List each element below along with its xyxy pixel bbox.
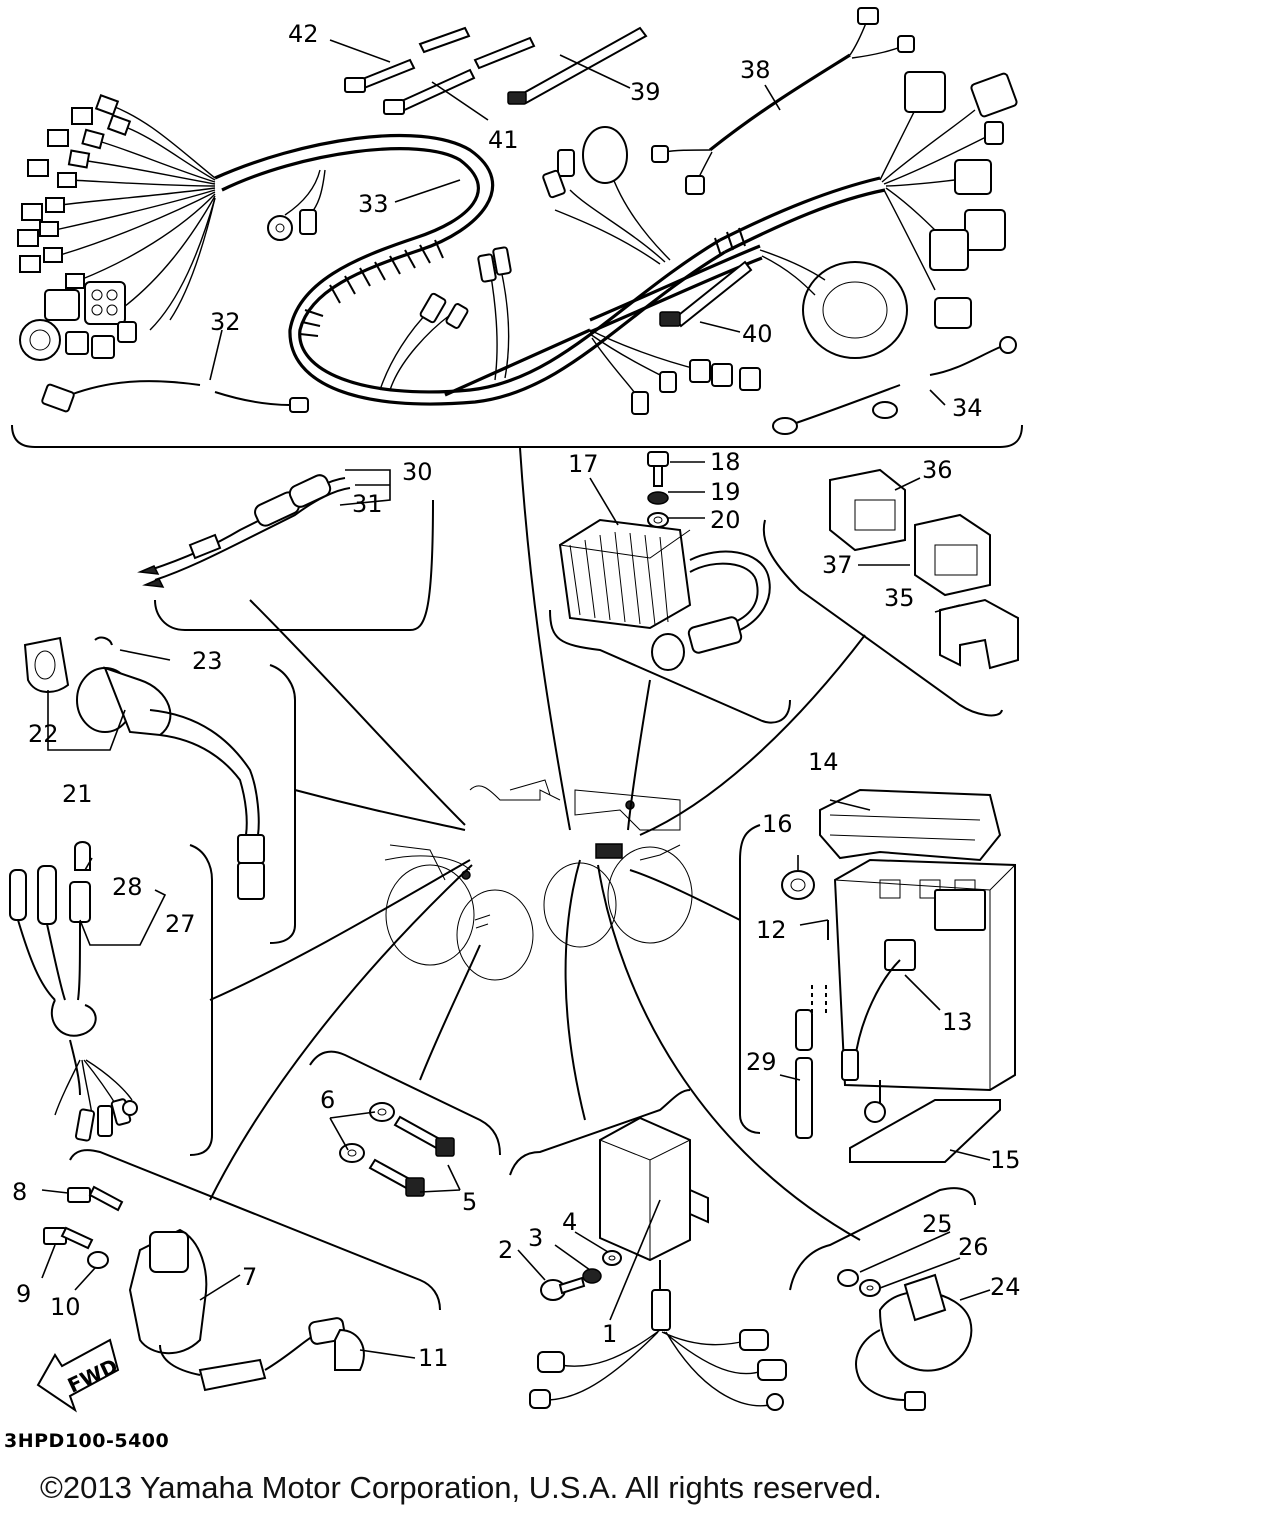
callout-40: 40 <box>742 320 773 348</box>
callout-42: 42 <box>288 20 319 48</box>
part-12-battery <box>739 788 1016 1163</box>
callout-20: 20 <box>710 506 741 534</box>
callout-38: 38 <box>740 56 771 84</box>
callout-36: 36 <box>922 456 953 484</box>
callout-1: 1 <box>602 1320 617 1348</box>
callout-24: 24 <box>990 1273 1021 1301</box>
vehicle-frame-outline <box>384 779 693 981</box>
forward-arrow-icon: FWD <box>36 1338 121 1413</box>
callout-18: 18 <box>710 448 741 476</box>
callout-5: 5 <box>462 1188 477 1216</box>
part-30-lead <box>137 474 434 631</box>
left-connector-fan <box>17 94 216 361</box>
harness-ground-lead <box>267 169 326 241</box>
wire-harness <box>11 7 1023 448</box>
harness-upper-center-branch <box>542 126 671 265</box>
callout-12: 12 <box>756 916 787 944</box>
part-5-bolts <box>309 1050 501 1197</box>
callout-14: 14 <box>808 748 839 776</box>
callout-30: 30 <box>402 458 433 486</box>
part-38-subharness <box>651 7 915 195</box>
part-17-rectifier-regulator <box>549 451 791 724</box>
part-32-lead <box>41 380 309 413</box>
callout-7: 7 <box>242 1263 257 1291</box>
callout-3: 3 <box>528 1224 543 1252</box>
callout-13: 13 <box>942 1008 973 1036</box>
callout-39: 39 <box>630 78 661 106</box>
harness-right-branch <box>759 71 1018 359</box>
callout-6: 6 <box>320 1086 335 1114</box>
callout-numbers: 42 39 41 38 33 32 40 34 30 31 17 18 19 2… <box>12 20 1021 1372</box>
harness-middle-connectors <box>379 246 512 391</box>
callout-16: 16 <box>762 810 793 838</box>
callout-35: 35 <box>884 584 915 612</box>
coupler-covers <box>762 468 1019 717</box>
part-34-ground-cable <box>772 336 1017 435</box>
part-1-cdi-unit <box>509 1089 787 1411</box>
callout-34: 34 <box>952 394 983 422</box>
harness-tape-wrap <box>299 239 444 337</box>
callout-19: 19 <box>710 478 741 506</box>
callout-11: 11 <box>418 1344 449 1372</box>
callout-8: 8 <box>12 1178 27 1206</box>
part-27-bulb-socket <box>9 841 213 1156</box>
callout-15: 15 <box>990 1146 1021 1174</box>
callout-leaders <box>41 39 991 1359</box>
callout-9: 9 <box>16 1280 31 1308</box>
callout-2: 2 <box>498 1236 513 1264</box>
callout-4: 4 <box>562 1208 577 1236</box>
callout-27: 27 <box>165 910 196 938</box>
callout-32: 32 <box>210 308 241 336</box>
part-24-horn <box>789 1187 976 1411</box>
callout-26: 26 <box>958 1233 989 1261</box>
part-7-ignition-coil <box>43 1149 441 1392</box>
callout-25: 25 <box>922 1210 953 1238</box>
callout-37: 37 <box>822 551 853 579</box>
harness-lower-branch <box>589 329 761 415</box>
callout-10: 10 <box>50 1293 81 1321</box>
callout-23: 23 <box>192 647 223 675</box>
callout-41: 41 <box>488 126 519 154</box>
leader-lines <box>209 447 866 1241</box>
callout-31: 31 <box>352 490 383 518</box>
callout-17: 17 <box>568 450 599 478</box>
callout-21: 21 <box>62 780 93 808</box>
callout-29: 29 <box>746 1048 777 1076</box>
copyright-notice: ©2013 Yamaha Motor Corporation, U.S.A. A… <box>40 1470 882 1505</box>
part-21-main-switch <box>23 636 296 944</box>
drawing-code: 3HPD100-5400 <box>4 1430 170 1452</box>
callout-28: 28 <box>112 873 143 901</box>
callout-22: 22 <box>28 720 59 748</box>
callout-33: 33 <box>358 190 389 218</box>
